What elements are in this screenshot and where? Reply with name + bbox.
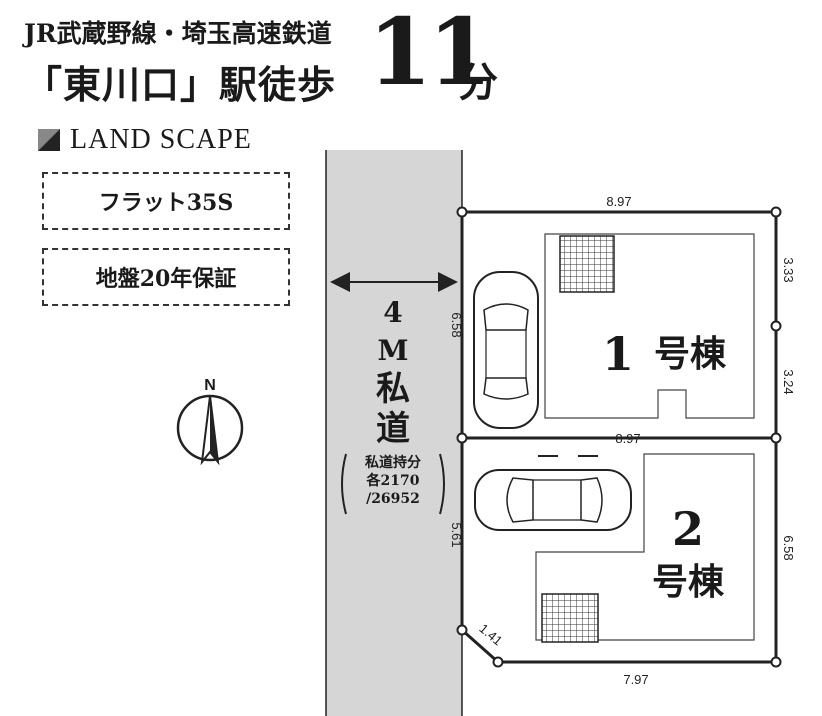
lot-1-top-dim: 8.97: [606, 194, 631, 209]
private-road: 4 M 私 道 私道持分 各2170 /26952: [325, 150, 463, 716]
survey-point: [770, 206, 782, 218]
lot-2-left-dim: 5.61: [449, 522, 464, 547]
road-share-value: 各2170: [366, 472, 420, 489]
lot-2-right-dim: 6.58: [781, 535, 796, 560]
road-share-total: /26952: [366, 491, 420, 507]
survey-points: [456, 206, 782, 668]
lot-2: 2 号棟 8.97 6.58 5.61 1.41 7.97: [449, 431, 796, 687]
flat35s-badge: フラット35S: [42, 172, 290, 230]
brand: LAND SCAPE: [38, 124, 252, 156]
walk-minutes: 11: [368, 0, 492, 106]
car-2-icon: [474, 469, 632, 531]
survey-point: [770, 320, 782, 332]
building-2-number: 2: [672, 502, 704, 556]
survey-point: [456, 432, 468, 444]
road-surface: [326, 150, 462, 716]
building-1-stair: [559, 235, 615, 293]
station-walk: 「東川口」駅徒歩: [24, 62, 337, 107]
survey-point: [770, 656, 782, 668]
road-width-num: 4: [383, 296, 402, 329]
survey-point: [456, 206, 468, 218]
ground-warranty-badge: 地盤20年保証: [42, 248, 290, 306]
lot-2-bottom-dim: 7.97: [623, 672, 648, 687]
road-type-char1: 私: [376, 369, 410, 409]
walk-minutes-unit: 分: [458, 59, 498, 106]
survey-point: [770, 432, 782, 444]
building-1-suffix: 号棟: [654, 333, 727, 375]
building-1-number: 1: [602, 327, 634, 381]
compass-label: N: [204, 377, 216, 394]
compass: N: [176, 377, 244, 466]
brand-logo-icon: [38, 129, 60, 151]
north-arrow-shade: [210, 396, 218, 462]
building-2-stair: [541, 593, 599, 643]
lot-1-right-lower-dim: 3.24: [781, 369, 796, 394]
building-2-suffix: 号棟: [652, 561, 725, 603]
lot-2-top-dim: 8.97: [615, 431, 640, 446]
station-line: JR武蔵野線・埼玉高速鉄道: [24, 19, 332, 48]
survey-point: [492, 656, 504, 668]
lot-1-left-dim: 6.58: [449, 312, 464, 337]
car-1-icon: [473, 271, 539, 429]
survey-point: [456, 624, 468, 636]
road-type-char2: 道: [376, 409, 410, 449]
road-share-label: 私道持分: [365, 454, 421, 471]
brand-name: LAND SCAPE: [70, 124, 252, 155]
road-width-unit: M: [378, 334, 409, 367]
lot-1-right-upper-dim: 3.33: [781, 257, 796, 282]
lot-1: 1 号棟 8.97 3.33 3.24 6.58: [449, 194, 796, 440]
